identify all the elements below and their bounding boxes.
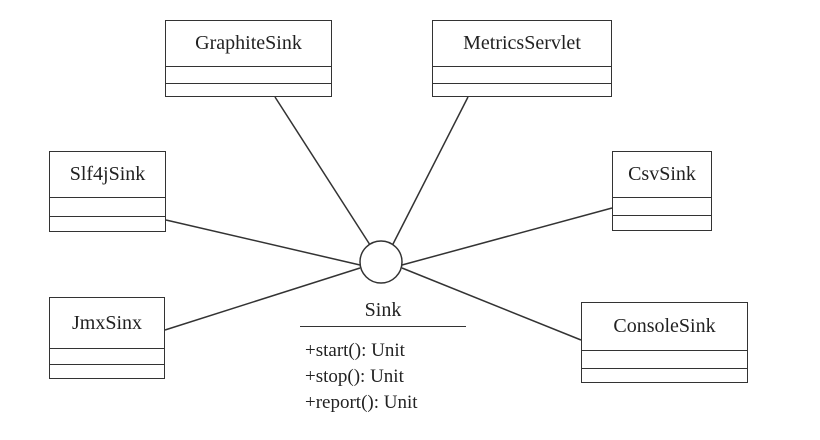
attributes-compartment	[50, 197, 165, 216]
class-graphitesink: GraphiteSink	[165, 20, 332, 97]
class-name: MetricsServlet	[463, 32, 581, 54]
attributes-compartment	[613, 197, 711, 215]
operations-compartment	[433, 83, 611, 98]
operations-compartment	[50, 364, 164, 379]
class-name: CsvSink	[628, 163, 696, 185]
operations-compartment	[613, 215, 711, 230]
interface-divider	[300, 326, 466, 327]
interface-operations: +start(): Unit +stop(): Unit +report(): …	[305, 338, 418, 416]
connector-metrics	[391, 96, 469, 247]
attributes-compartment	[166, 66, 331, 83]
operations-compartment	[166, 83, 331, 98]
class-name: GraphiteSink	[195, 32, 302, 54]
class-name: ConsoleSink	[613, 315, 716, 337]
operation-start: +start(): Unit	[305, 340, 405, 361]
interface-lollipop-circle	[359, 240, 403, 284]
attributes-compartment	[433, 66, 611, 83]
class-name: JmxSinx	[71, 311, 143, 334]
operation-stop: +stop(): Unit	[305, 366, 404, 387]
attributes-compartment	[50, 348, 164, 364]
interface-name: Sink	[364, 299, 402, 321]
class-csvsink: CsvSink	[612, 151, 712, 231]
operation-report: +report(): Unit	[305, 392, 418, 413]
class-metricsservlet: MetricsServlet	[432, 20, 612, 97]
attributes-compartment	[582, 350, 747, 368]
operations-compartment	[50, 216, 165, 231]
connector-jmx	[164, 267, 361, 331]
class-consolesink: ConsoleSink	[581, 302, 748, 383]
connector-console	[401, 267, 582, 341]
class-name: Slf4jSink	[69, 163, 146, 185]
class-slf4jsink: Slf4jSink	[49, 151, 166, 232]
connector-slf4j	[165, 219, 361, 266]
connector-csv	[401, 207, 613, 266]
operations-compartment	[582, 368, 747, 383]
class-jmxsinx: JmxSinx	[49, 297, 165, 379]
connector-graphite	[274, 96, 373, 249]
